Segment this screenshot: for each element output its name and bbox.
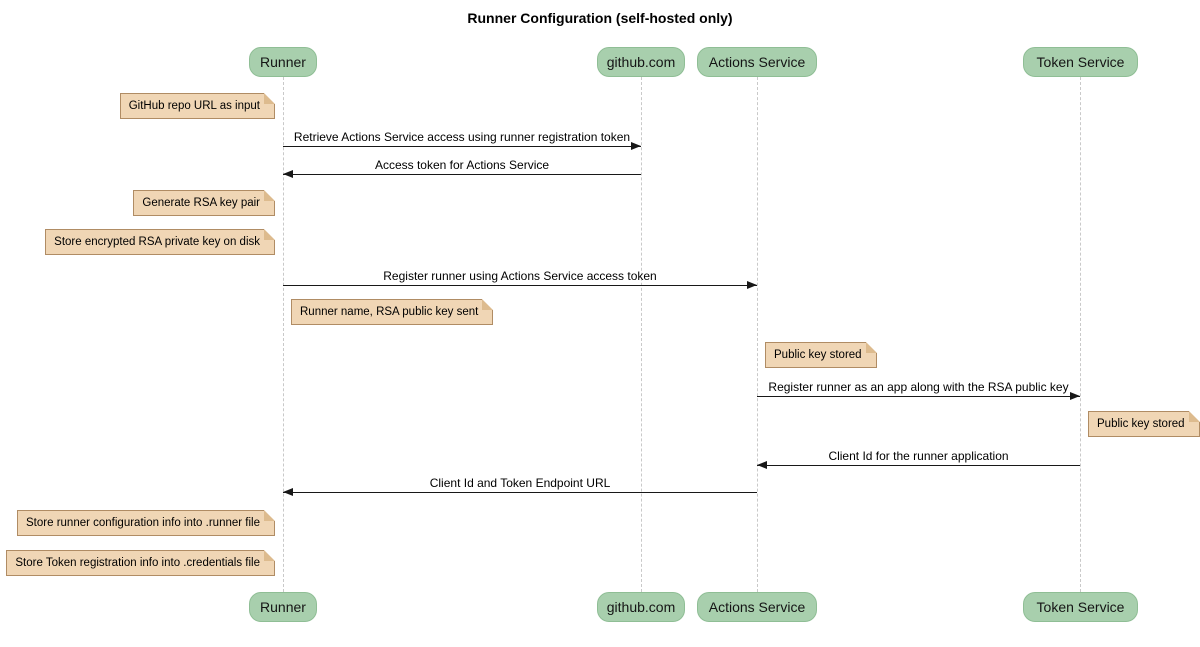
participant-token-service-bottom: Token Service — [1023, 592, 1138, 622]
lifeline-token-service — [1080, 77, 1081, 592]
note-public-key-stored-token: Public key stored — [1088, 411, 1200, 437]
participant-github-top: github.com — [597, 47, 685, 77]
participant-actions-service-bottom: Actions Service — [697, 592, 817, 622]
message-label: Access token for Actions Service — [374, 158, 550, 172]
message-label: Register runner using Actions Service ac… — [383, 269, 657, 283]
note-public-key-stored-actions: Public key stored — [765, 342, 877, 368]
message-access-token-response: Access token for Actions Service — [283, 155, 641, 178]
participant-token-service-top: Token Service — [1023, 47, 1138, 77]
lifeline-runner — [283, 77, 284, 592]
participant-actions-service-top: Actions Service — [697, 47, 817, 77]
diagram-title: Runner Configuration (self-hosted only) — [467, 10, 733, 26]
participant-github-bottom: github.com — [597, 592, 685, 622]
message-retrieve-actions-access: Retrieve Actions Service access using ru… — [283, 127, 641, 150]
arrow-right-icon — [757, 392, 1080, 400]
note-github-repo-url: GitHub repo URL as input — [119, 93, 276, 119]
message-label: Client Id and Token Endpoint URL — [429, 476, 611, 490]
arrow-right-icon — [283, 281, 757, 289]
arrow-left-icon — [757, 461, 1080, 469]
participant-runner-bottom: Runner — [249, 592, 317, 622]
message-client-id-endpoint: Client Id and Token Endpoint URL — [283, 473, 757, 496]
message-label: Register runner as an app along with the… — [768, 380, 1069, 394]
message-label: Client Id for the runner application — [828, 449, 1009, 463]
lifeline-actions-service — [757, 77, 758, 592]
note-generate-rsa-keypair: Generate RSA key pair — [133, 190, 275, 216]
message-register-runner: Register runner using Actions Service ac… — [283, 266, 757, 289]
lifeline-github — [641, 77, 642, 592]
arrow-left-icon — [283, 488, 757, 496]
message-register-runner-app: Register runner as an app along with the… — [757, 377, 1080, 400]
note-store-credentials-file: Store Token registration info into .cred… — [6, 550, 275, 576]
message-client-id-response: Client Id for the runner application — [757, 446, 1080, 469]
arrow-right-icon — [283, 142, 641, 150]
arrow-left-icon — [283, 170, 641, 178]
participant-runner-top: Runner — [249, 47, 317, 77]
note-store-private-key: Store encrypted RSA private key on disk — [45, 229, 275, 255]
note-store-runner-file: Store runner configuration info into .ru… — [17, 510, 275, 536]
note-runner-name-sent: Runner name, RSA public key sent — [291, 299, 494, 325]
message-label: Retrieve Actions Service access using ru… — [293, 130, 631, 144]
